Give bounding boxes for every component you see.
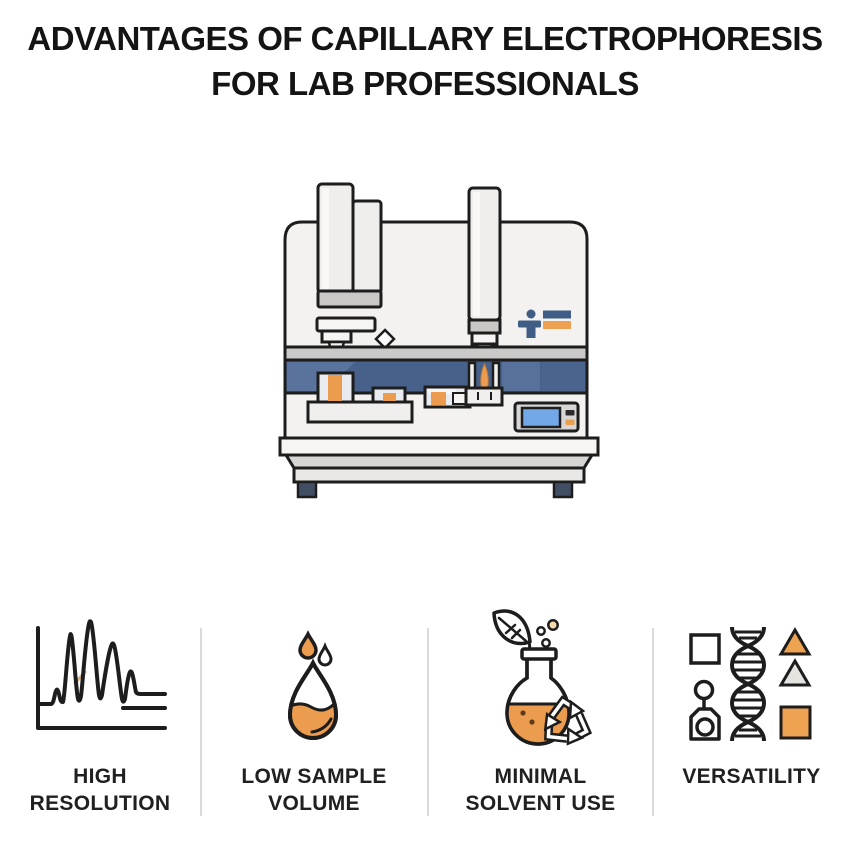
gray-triangle-icon — [777, 658, 812, 687]
feature-high-resolution: HIGH RESOLUTION — [0, 595, 200, 835]
droplet-icon — [287, 630, 339, 740]
display-screen — [520, 406, 562, 429]
flask-recycle-icon — [491, 609, 592, 746]
orange-triangle-icon — [777, 627, 812, 656]
title-line-1: ADVANTAGES OF CAPILLARY ELECTROPHORESIS — [27, 20, 823, 57]
feature-label-line2: VOLUME — [268, 792, 360, 815]
sample-tray-with-vials — [306, 361, 504, 424]
base-with-feet — [278, 436, 600, 499]
right-injector-tower — [467, 186, 502, 364]
chromatogram-peaks-icon — [36, 619, 167, 730]
feature-label-line1: HIGH — [73, 765, 127, 788]
capillary-electrophoresis-instrument-illustration — [278, 182, 600, 499]
feature-label-line1: VERSATILITY — [682, 765, 821, 788]
left-injector-tower — [315, 182, 383, 365]
brand-logo-mark — [518, 309, 571, 338]
feature-versatility: VERSATILITY — [653, 595, 850, 835]
recycle-icon — [543, 695, 592, 746]
display-button-dark — [565, 410, 575, 416]
display-button-orange — [565, 419, 575, 425]
feature-label-line1: LOW SAMPLE — [241, 765, 387, 788]
column-divider — [427, 628, 429, 816]
feature-minimal-solvent-use: MINIMAL SOLVENT USE — [428, 595, 653, 835]
column-divider — [652, 628, 654, 816]
feature-label-line2: SOLVENT USE — [465, 792, 616, 815]
outline-square-icon — [688, 633, 721, 665]
control-display — [513, 401, 580, 433]
feature-label-line1: MINIMAL — [494, 765, 587, 788]
molecule-tag-icon — [688, 679, 721, 741]
orange-square-icon — [779, 705, 811, 740]
page-title: ADVANTAGES OF CAPILLARY ELECTROPHORESIS … — [0, 16, 850, 106]
dna-shapes-icon — [688, 626, 812, 742]
features-row: HIGH RESOLUTION — [0, 595, 850, 835]
title-line-2: FOR LAB PROFESSIONALS — [211, 65, 639, 102]
column-divider — [200, 628, 202, 816]
dna-helix-icon — [729, 626, 766, 742]
feature-low-sample-volume: LOW SAMPLE VOLUME — [200, 595, 428, 835]
feature-label-line2: RESOLUTION — [29, 792, 171, 815]
